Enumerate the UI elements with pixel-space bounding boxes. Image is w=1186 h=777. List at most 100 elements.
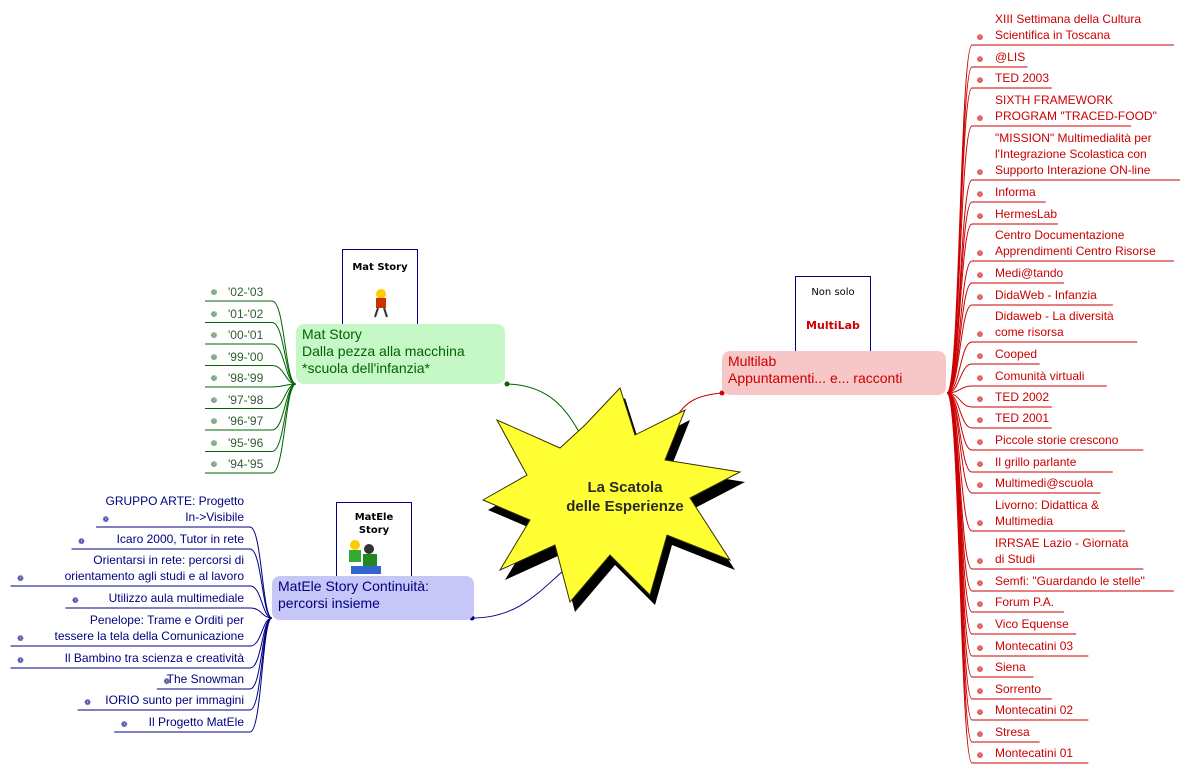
mat-year-item[interactable]: '02-'03 (228, 285, 264, 299)
multilab-item-connector (946, 304, 1113, 394)
multilab-item[interactable]: Semfi: "Guardando le stelle" (995, 573, 1145, 589)
mat-year-item[interactable]: '98-'99 (228, 371, 264, 385)
multilab-item[interactable]: HermesLab (995, 206, 1057, 222)
multilab-item[interactable]: Sorrento (995, 681, 1041, 697)
multilab-item-line: Montecatini 03 (995, 639, 1074, 653)
matele-item-line: In->Visibile (185, 510, 244, 524)
mat-year-item[interactable]: '95-'96 (228, 435, 264, 450)
multilab-item[interactable]: Comunità virtuali (995, 368, 1084, 384)
matele-connector (471, 564, 571, 619)
central-burst[interactable] (481, 387, 742, 604)
multilab-item[interactable]: Montecatini 01 (995, 745, 1073, 761)
multilab-item[interactable]: Medi@tando (995, 265, 1063, 281)
mat-year-bullet-icon: ❁ (210, 460, 218, 469)
multilab-topic[interactable]: Multilab Appuntamenti... e... racconti (722, 351, 946, 395)
matele-story-topic[interactable]: MatEle Story Continuità: percorsi insiem… (272, 576, 474, 620)
mat-year-bullet-icon: ❁ (210, 417, 218, 426)
matele-item[interactable]: Utilizzo aula multimediale (109, 590, 244, 606)
multilab-item-connector (946, 260, 1174, 394)
multilab-item-line: HermesLab (995, 207, 1058, 221)
multilab-item[interactable]: @LIS (995, 49, 1025, 65)
matele-item-line: Penelope: Trame e Orditi per (89, 613, 244, 627)
central-topic-label[interactable]: La Scatola delle Esperienze (545, 478, 705, 516)
multilab-item[interactable]: Piccole storie crescono (995, 432, 1118, 448)
mat-year-item[interactable]: '96-'97 (228, 414, 264, 428)
matele-item-line: tessere la tela della Comunicazione (54, 629, 244, 643)
multilab-item-line: Forum P.A. (995, 595, 1055, 609)
matele-item-bullet-icon: ❁ (84, 698, 91, 707)
matele-item[interactable]: IORIO sunto per immagini (105, 692, 244, 708)
multilab-item-line: Montecatini 01 (995, 746, 1074, 760)
matele-item[interactable]: Penelope: Trame e Orditi per tessere la t… (55, 612, 244, 644)
multilab-item-bullet-icon: ❁ (976, 579, 984, 588)
matele-story-image[interactable]: MatEle Story (336, 502, 412, 578)
multilab-item-line: Apprendimenti Centro Risorse (995, 244, 1156, 258)
matele-item[interactable]: Icaro 2000, Tutor in rete (117, 531, 244, 547)
matele-item[interactable]: The Snowman (167, 671, 244, 687)
multilab-item[interactable]: Montecatini 02 (995, 702, 1073, 718)
multilab-item-bullet-icon: ❁ (976, 352, 984, 361)
matele-item[interactable]: Il Progetto MatEle (149, 714, 244, 730)
matele-item-bullet-icon: ❁ (17, 634, 24, 643)
matele-item-line: Il Progetto MatEle (148, 715, 244, 729)
matele-item-line: Il Bambino tra scienza e creatività (64, 651, 244, 665)
matele-item-bullet-icon: ❁ (17, 574, 24, 583)
matele-image-caption: MatEle Story (337, 511, 411, 537)
matele-item-line: IORIO sunto per immagini (105, 693, 244, 707)
multilab-item[interactable]: Cooped (995, 346, 1037, 362)
multilab-item[interactable]: TED 2003 (995, 70, 1049, 86)
mat-story-image[interactable]: Mat Story (342, 249, 418, 325)
multilab-item-line: di Studi (995, 552, 1036, 566)
multilab-item[interactable]: Montecatini 03 (995, 638, 1073, 654)
multilab-item-bullet-icon: ❁ (976, 622, 984, 631)
multilab-item-bullet-icon: ❁ (976, 55, 984, 64)
multilab-item-connector (946, 385, 1107, 394)
mat-year-connector (205, 383, 297, 474)
matele-item[interactable]: Il Bambino tra scienza e creatività (65, 650, 244, 666)
mat-year-item[interactable]: '01-'02 (228, 306, 264, 321)
mat-year-item[interactable]: '94-'95 (228, 457, 264, 471)
matele-item-connector (10, 585, 273, 619)
mat-year-item[interactable]: '99-'00 (228, 349, 264, 364)
multilab-item-bullet-icon: ❁ (976, 600, 984, 609)
mat-story-line-1: Mat Story (302, 326, 362, 342)
multilab-item-line: "MISSION" Multimedialità per (995, 131, 1152, 145)
multilab-item[interactable]: Stresa (995, 724, 1030, 740)
matele-item-line: Orientarsi in rete: percorsi di (93, 553, 244, 567)
multilab-item-bullet-icon: ❁ (976, 293, 984, 302)
mat-year-bullet-icon: ❁ (210, 438, 218, 448)
multilab-item[interactable]: Livorno: Didattica &Multimedia (995, 497, 1099, 529)
multilab-item-line: Informa (995, 185, 1036, 199)
multilab-item-bullet-icon: ❁ (976, 519, 984, 528)
multilab-item[interactable]: TED 2002 (995, 389, 1049, 405)
multilab-item-bullet-icon: ❁ (976, 212, 984, 221)
multilab-item-line: TED 2001 (995, 411, 1050, 425)
multilab-item[interactable]: Multimedi@scuola (995, 475, 1093, 491)
mat-year-item[interactable]: '97-'98 (228, 392, 264, 407)
multilab-item[interactable]: DidaWeb - Infanzia (995, 287, 1097, 303)
mat-year-connector (205, 322, 297, 385)
mat-year-connector (205, 300, 297, 385)
multilab-image[interactable]: Non solo MultiLab (795, 276, 871, 352)
multilab-item-connector (946, 341, 1138, 394)
multilab-item[interactable]: TED 2001 (995, 410, 1049, 426)
multilab-item-line: Livorno: Didattica & (995, 498, 1100, 512)
mat-story-topic[interactable]: Mat Story Dalla pezza alla macchina *scu… (296, 324, 505, 384)
mat-year-item[interactable]: '00-'01 (228, 328, 264, 342)
multilab-item[interactable]: Forum P.A. (995, 594, 1054, 610)
multilab-item-bullet-icon: ❁ (976, 76, 984, 85)
multilab-item[interactable]: Siena (995, 659, 1026, 675)
multilab-item[interactable]: Informa (995, 184, 1036, 200)
mat-story-junction (504, 381, 510, 387)
multilab-item[interactable]: Vico Equense (995, 616, 1069, 632)
multilab-item-bullet-icon: ❁ (976, 374, 984, 383)
multilab-item[interactable]: Il grillo parlante (995, 454, 1076, 470)
